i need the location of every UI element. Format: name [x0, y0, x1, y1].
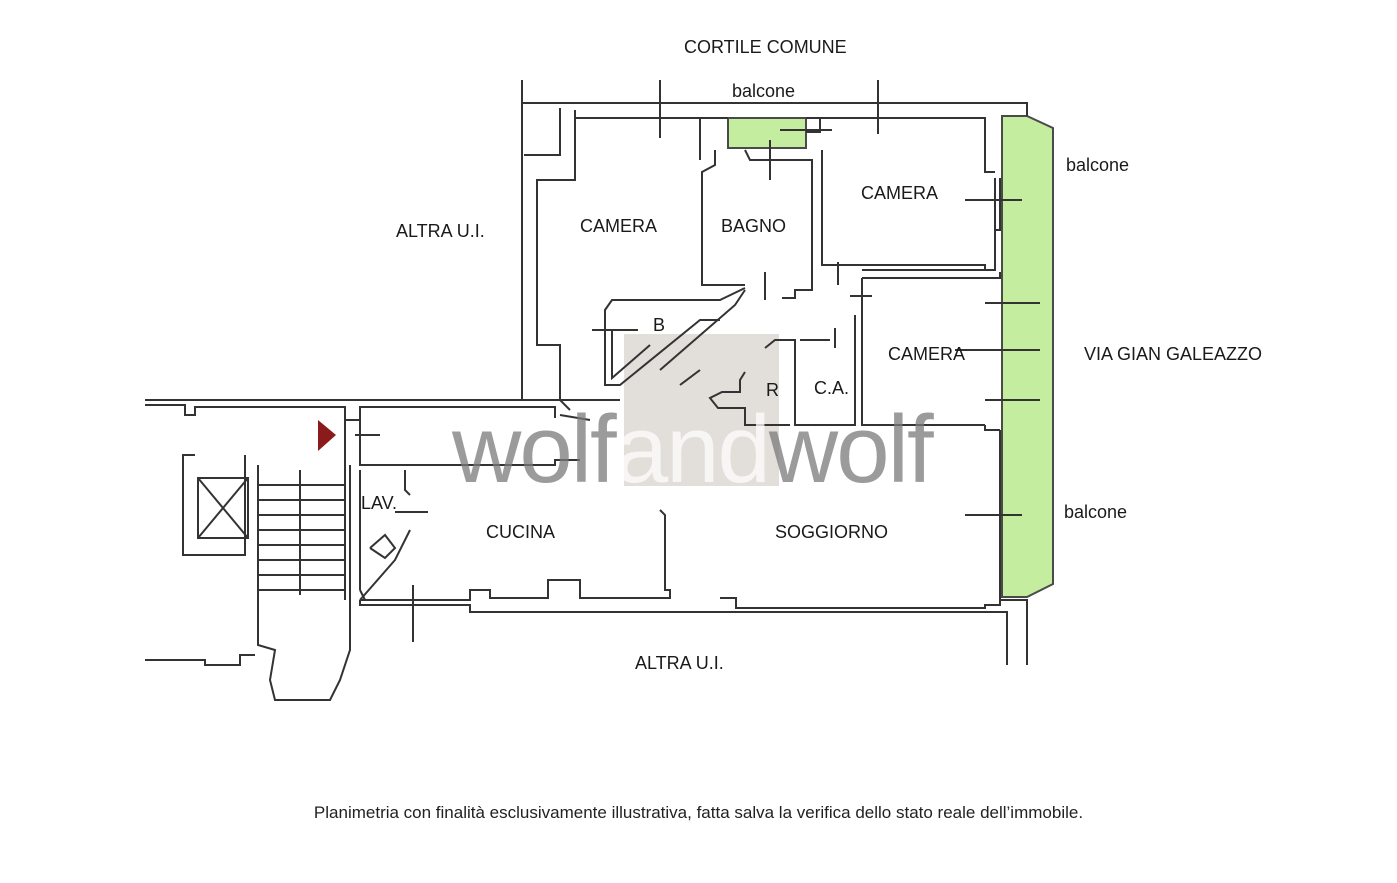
- watermark-block: [624, 334, 779, 486]
- watermark-mid: and: [614, 396, 771, 503]
- room-r: R: [766, 380, 779, 400]
- balcony-top: [727, 117, 807, 149]
- room-camera-mid-right: CAMERA: [888, 344, 966, 364]
- room-cucina: CUCINA: [486, 522, 556, 542]
- disclaimer-caption: Planimetria con finalità esclusivamente …: [313, 803, 1084, 822]
- label-cortile: CORTILE COMUNE: [684, 37, 847, 57]
- room-ca: C.A.: [814, 378, 850, 398]
- watermark: wolfandwolf: [452, 402, 934, 498]
- room-camera-top-right: CAMERA: [861, 183, 939, 203]
- room-bagno: BAGNO: [721, 216, 787, 236]
- label-balcone-right-bottom: balcone: [1064, 502, 1128, 522]
- balcony-right: [1001, 115, 1054, 598]
- room-soggiorno: SOGGIORNO: [775, 522, 889, 542]
- label-altra-ui-bottom: ALTRA U.I.: [635, 653, 724, 673]
- label-balcone-right-top: balcone: [1066, 155, 1130, 175]
- label-altra-ui-left: ALTRA U.I.: [396, 221, 485, 241]
- watermark-left: wolf: [452, 396, 617, 503]
- label-street: VIA GIAN GALEAZZO: [1084, 344, 1263, 364]
- room-lav: LAV.: [361, 493, 398, 513]
- room-camera-left: CAMERA: [580, 216, 658, 236]
- entrance-arrow-icon: [318, 420, 336, 451]
- walls: [145, 80, 1040, 701]
- room-b: B: [653, 315, 666, 335]
- label-balcone-top: balcone: [732, 81, 796, 101]
- wall-top: [521, 80, 1028, 116]
- watermark-right: wolf: [768, 396, 934, 503]
